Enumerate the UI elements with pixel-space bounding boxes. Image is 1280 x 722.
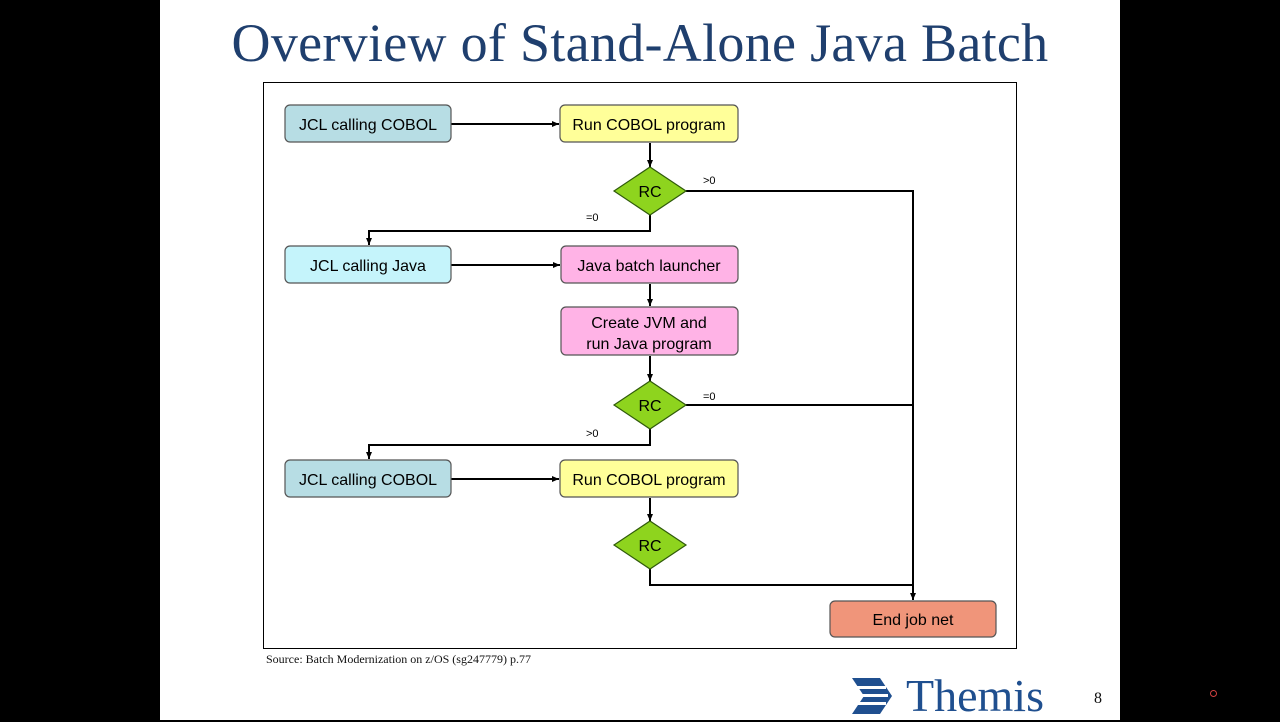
edge-label-rc1-eq0: =0	[586, 212, 599, 224]
connectors	[366, 121, 916, 600]
svg-text:Java batch launcher: Java batch launcher	[577, 258, 721, 275]
svg-text:RC: RC	[638, 538, 661, 555]
svg-text:RC: RC	[638, 398, 661, 415]
svg-text:RC: RC	[638, 184, 661, 201]
themis-logo: Themis	[850, 670, 1070, 721]
svg-text:JCL calling COBOL: JCL calling COBOL	[299, 117, 437, 134]
decision-rc-3: RC	[612, 520, 688, 570]
flowchart-svg: >0 =0 =0 >0 JCL calling COBOL Run COBOL …	[284, 104, 997, 638]
svg-text:JCL calling Java: JCL calling Java	[310, 258, 426, 275]
themis-logo-icon	[852, 678, 892, 714]
edge-rc3-to-end	[649, 569, 913, 586]
node-jcl-calling-cobol-2: JCL calling COBOL	[284, 459, 452, 498]
flowchart-diagram: >0 =0 =0 >0 JCL calling COBOL Run COBOL …	[263, 82, 1017, 649]
svg-text:Run COBOL program: Run COBOL program	[572, 117, 725, 134]
edge-label-rc1-gt0: >0	[703, 175, 716, 187]
edge-rc1-gt0-to-end	[686, 190, 916, 600]
slide: Overview of Stand-Alone Java Batch	[160, 0, 1217, 721]
node-java-batch-launcher: Java batch launcher	[560, 245, 739, 284]
edge-label-rc2-gt0: >0	[586, 428, 599, 440]
node-jcl-calling-java: JCL calling Java	[284, 245, 452, 284]
node-run-cobol-program-2: Run COBOL program	[559, 459, 739, 498]
node-create-jvm: Create JVM and run Java program	[560, 306, 739, 356]
edge-rc1-eq0-to-jcl-java	[366, 215, 651, 245]
svg-text:JCL calling COBOL: JCL calling COBOL	[299, 472, 437, 489]
edge-rc2-gt0-to-jcl-cobol	[366, 429, 651, 459]
node-jcl-calling-cobol-1: JCL calling COBOL	[284, 104, 452, 143]
edge-label-rc2-eq0: =0	[703, 391, 716, 403]
node-end-job-net: End job net	[829, 600, 997, 638]
svg-text:Run COBOL program: Run COBOL program	[572, 472, 725, 489]
slide-title: Overview of Stand-Alone Java Batch	[231, 13, 1049, 73]
page-number: 8	[1094, 690, 1102, 707]
decision-rc-1: RC	[612, 166, 688, 216]
logo-text: Themis	[906, 670, 1044, 721]
decision-rc-2: RC	[612, 380, 688, 430]
laser-pointer-dot	[1210, 690, 1217, 697]
svg-text:run Java program: run Java program	[586, 336, 711, 353]
svg-text:Create JVM and: Create JVM and	[591, 315, 707, 332]
svg-text:End job net: End job net	[873, 612, 955, 629]
source-citation: Source: Batch Modernization on z/OS (sg2…	[266, 652, 531, 666]
node-run-cobol-program-1: Run COBOL program	[559, 104, 739, 143]
